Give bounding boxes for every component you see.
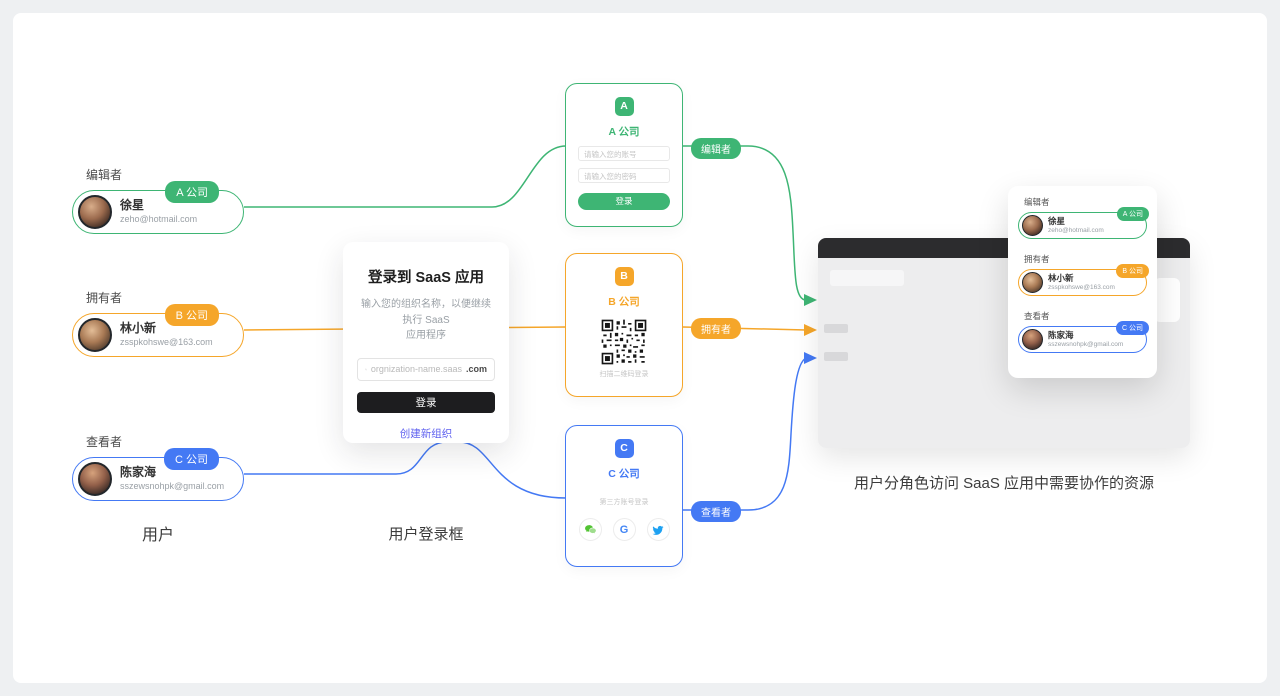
qr-code [600,318,648,366]
company-card-a: A A 公司 请输入您的账号 请输入您的密码 登录 [565,83,683,227]
avatar [1022,329,1043,350]
org-input-placeholder: orgnization-name.saas [370,364,462,374]
org-name-input[interactable]: orgnization-name.saas.com [357,357,495,381]
role-label: 查看者 [1024,311,1050,321]
user-card-editor: 编辑者 徐星 zeho@hotmail.com A 公司 [72,166,244,234]
user-email: zeho@hotmail.com [1048,226,1104,234]
user-email: zeho@hotmail.com [120,213,198,224]
login-subtitle-line1: 输入您的组织名称，以便继续执行 SaaS [361,299,491,326]
connector-blue-left [244,441,567,499]
org-input-suffix: .com [465,364,487,374]
qr-hint: 扫描二维码登录 [599,371,649,378]
login-subtitle-line2: 应用程序 [406,330,446,341]
create-org-link[interactable]: 创建新组织 [399,427,453,440]
avatar [78,195,112,229]
avatar [1022,215,1043,236]
company-a-login-button[interactable]: 登录 [578,193,670,210]
company-card-b: B B 公司 扫描二维码登录 [565,253,683,397]
company-card-c: C C 公司 第三方账号登录 G [565,425,683,567]
user-card-owner: 拥有者 林小新 zsspkohswe@163.com B 公司 [72,289,244,357]
connector-blue-right [683,357,807,511]
caption-login-box: 用户登录框 [388,526,464,543]
shared-users-panel: 编辑者 徐星 zeho@hotmail.com A 公司 拥有者 林小新 zss… [1008,186,1157,378]
company-b-name: B 公司 [608,296,640,308]
company-b-icon: B [614,267,634,286]
avatar [78,318,112,352]
user-name: 林小新 [120,321,157,336]
role-label: 拥有者 [86,291,123,305]
google-letter: G [619,523,629,536]
caption-right-note: 用户分角色访问 SaaS 应用中需要协作的资源 [853,475,1155,492]
user-name: 陈家海 [1048,330,1074,341]
user-pill: 林小新 zsspkohswe@163.com B 公司 [1018,264,1149,296]
user-pill: 徐星 zeho@hotmail.com A 公司 [72,181,244,234]
login-subtitle: 输入您的组织名称，以便继续执行 SaaS 应用程序 [357,297,495,344]
user-email: zsspkohswe@163.com [1048,283,1115,291]
account-input[interactable]: 请输入您的账号 [578,146,670,161]
company-badge: A 公司 [1116,207,1149,221]
user-name: 徐星 [120,198,145,213]
company-a-name: A 公司 [608,126,640,138]
content-placeholder-panel [1154,278,1180,322]
twitter-icon[interactable] [646,518,670,541]
connector-green-left [244,145,567,208]
company-a-icon: A [614,97,634,116]
user-pill: 陈家海 sszewsnohpk@gmail.com C 公司 [1018,321,1149,353]
third-party-hint: 第三方账号登录 [599,499,649,506]
arrowhead-green [804,294,817,306]
user-card-viewer: 查看者 陈家海 sszewsnohpk@gmail.com C 公司 [72,433,244,501]
login-title: 登录到 SaaS 应用 [367,270,485,286]
content-placeholder-block [830,270,904,286]
company-badge: A 公司 [165,181,219,203]
user-email: zsspkohswe@163.com [120,336,213,347]
content-placeholder-bar [824,324,848,333]
company-badge: C 公司 [164,448,219,470]
arrowhead-orange [804,324,817,336]
login-button[interactable]: 登录 [357,391,495,413]
content-placeholder-bar [824,352,848,361]
google-icon[interactable]: G [612,518,636,541]
role-chip-editor: 编辑者 [691,138,741,159]
shared-user-editor: 编辑者 徐星 zeho@hotmail.com A 公司 [1018,196,1149,239]
role-label: 查看者 [86,435,123,449]
avatar [78,462,112,496]
user-name: 徐星 [1048,216,1066,227]
connector-green-right [683,145,807,301]
search-icon [365,368,367,370]
company-badge: B 公司 [1116,264,1149,278]
password-input[interactable]: 请输入您的密码 [578,168,670,183]
arrowhead-blue [804,352,817,364]
company-badge: B 公司 [164,304,219,326]
user-name: 陈家海 [120,465,157,480]
role-label: 拥有者 [1024,254,1050,264]
login-card: 登录到 SaaS 应用 输入您的组织名称，以便继续执行 SaaS 应用程序 or… [343,242,509,443]
caption-users: 用户 [141,527,174,544]
shared-user-viewer: 查看者 陈家海 sszewsnohpk@gmail.com C 公司 [1018,310,1149,353]
shared-user-owner: 拥有者 林小新 zsspkohswe@163.com B 公司 [1018,253,1149,296]
company-c-name: C 公司 [608,468,640,480]
third-party-login-row: G [566,518,682,541]
role-chip-viewer: 查看者 [691,501,741,522]
user-name: 林小新 [1048,273,1074,284]
user-pill: 徐星 zeho@hotmail.com A 公司 [1018,207,1149,239]
user-pill: 林小新 zsspkohswe@163.com B 公司 [72,304,244,357]
role-chip-owner: 拥有者 [691,318,741,339]
company-badge: C 公司 [1116,321,1149,335]
avatar [1022,272,1043,293]
company-c-icon: C [614,439,634,458]
role-label: 编辑者 [1024,197,1050,207]
user-pill: 陈家海 sszewsnohpk@gmail.com C 公司 [72,448,244,501]
user-email: sszewsnohpk@gmail.com [1048,340,1124,348]
wechat-icon[interactable] [578,518,602,541]
user-email: sszewsnohpk@gmail.com [120,480,225,491]
role-label: 编辑者 [86,168,123,182]
